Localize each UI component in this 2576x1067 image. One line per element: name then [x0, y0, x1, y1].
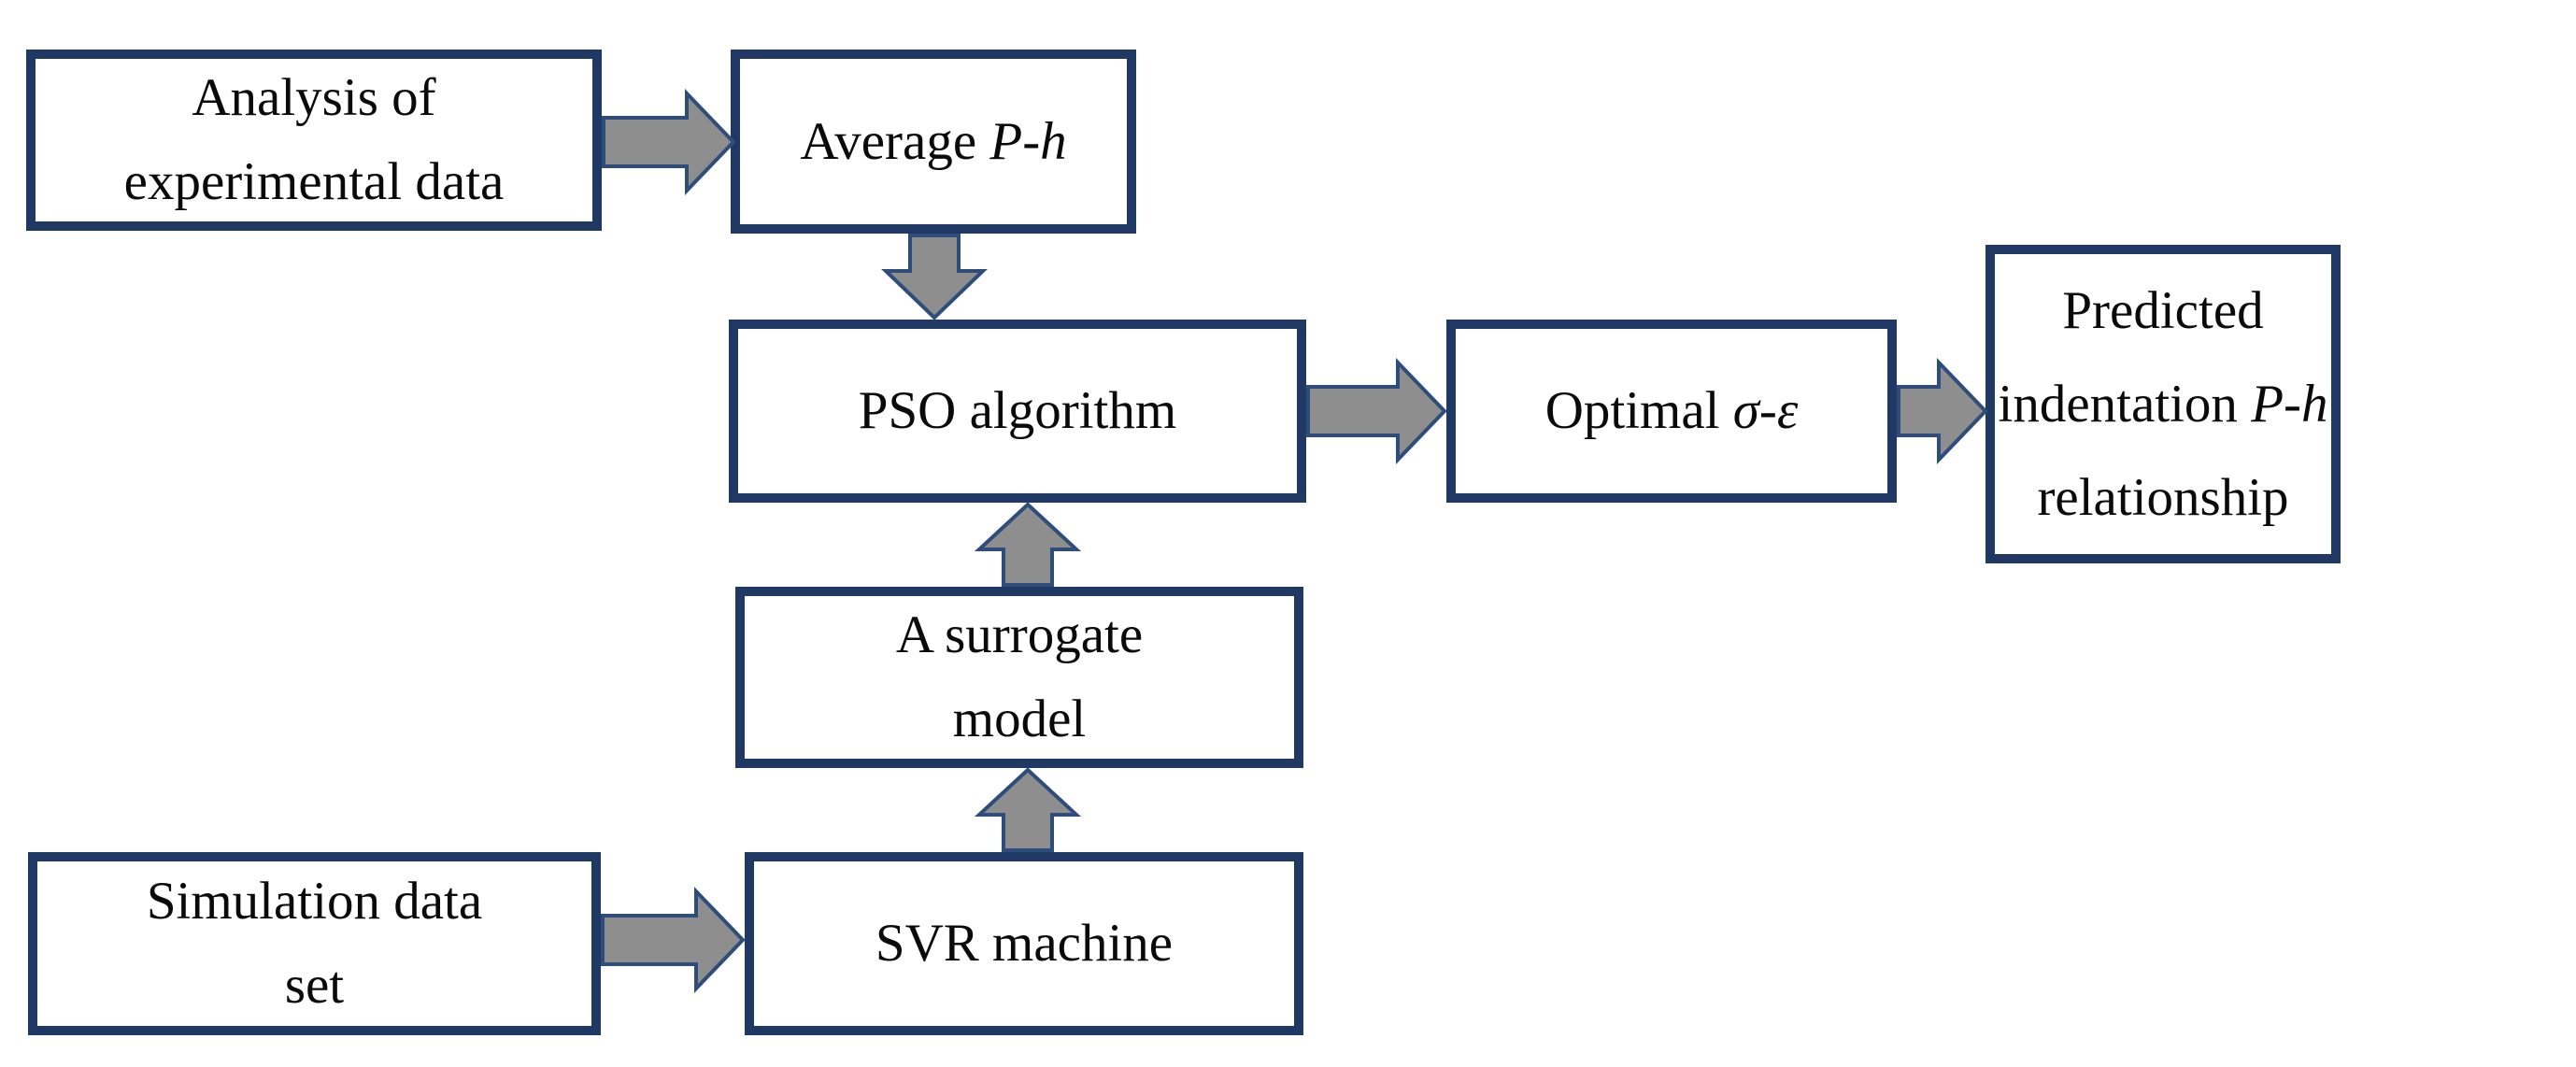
node-label-line: Optimal σ-ε: [1545, 369, 1799, 453]
node-predicted-indentation-p-h-relationship: Predicted indentation P-h relationship: [1985, 245, 2341, 563]
node-optimal-sigma-epsilon: Optimal σ-ε: [1446, 320, 1897, 503]
right-arrow-icon: [1306, 358, 1447, 464]
node-simulation-data-set: Simulation data set: [28, 852, 601, 1035]
math-symbol-p-h: P-h: [2251, 374, 2328, 434]
node-label-line: indentation P-h: [1998, 358, 2327, 451]
node-label-line: relationship: [2037, 467, 2289, 527]
up-arrow-icon: [974, 502, 1082, 587]
right-arrow-icon: [1897, 358, 1988, 464]
node-label-line: Analysis of: [192, 68, 436, 127]
node-label-line: experimental data: [123, 152, 505, 211]
node-label-line: Simulation data: [146, 872, 483, 931]
node-label-line: SVR machine: [875, 914, 1174, 973]
up-arrow-icon: [974, 767, 1082, 852]
node-svr-machine: SVR machine: [745, 852, 1303, 1035]
node-label-line: A surrogate: [895, 605, 1144, 664]
node-label-line: Predicted: [2062, 280, 2264, 340]
right-arrow-icon: [602, 89, 736, 195]
node-label-line: Average P-h: [800, 100, 1066, 184]
node-analysis-of-experimental-data: Analysis of experimental data: [26, 50, 602, 231]
label-text: Average: [800, 111, 990, 171]
node-label-line: model: [952, 690, 1087, 748]
node-label-line: PSO algorithm: [858, 381, 1177, 440]
node-label-line: set: [284, 956, 345, 1015]
node-pso-algorithm: PSO algorithm: [729, 320, 1306, 503]
down-arrow-icon: [881, 234, 988, 320]
label-text: Optimal: [1544, 381, 1733, 440]
label-text: indentation: [1998, 374, 2252, 434]
node-a-surrogate-model: A surrogate model: [735, 587, 1303, 768]
node-average-p-h: Average P-h: [731, 50, 1136, 234]
right-arrow-icon: [601, 887, 746, 993]
math-symbol-p-h: P-h: [989, 111, 1067, 171]
math-symbol-sigma-epsilon: σ-ε: [1732, 381, 1799, 440]
